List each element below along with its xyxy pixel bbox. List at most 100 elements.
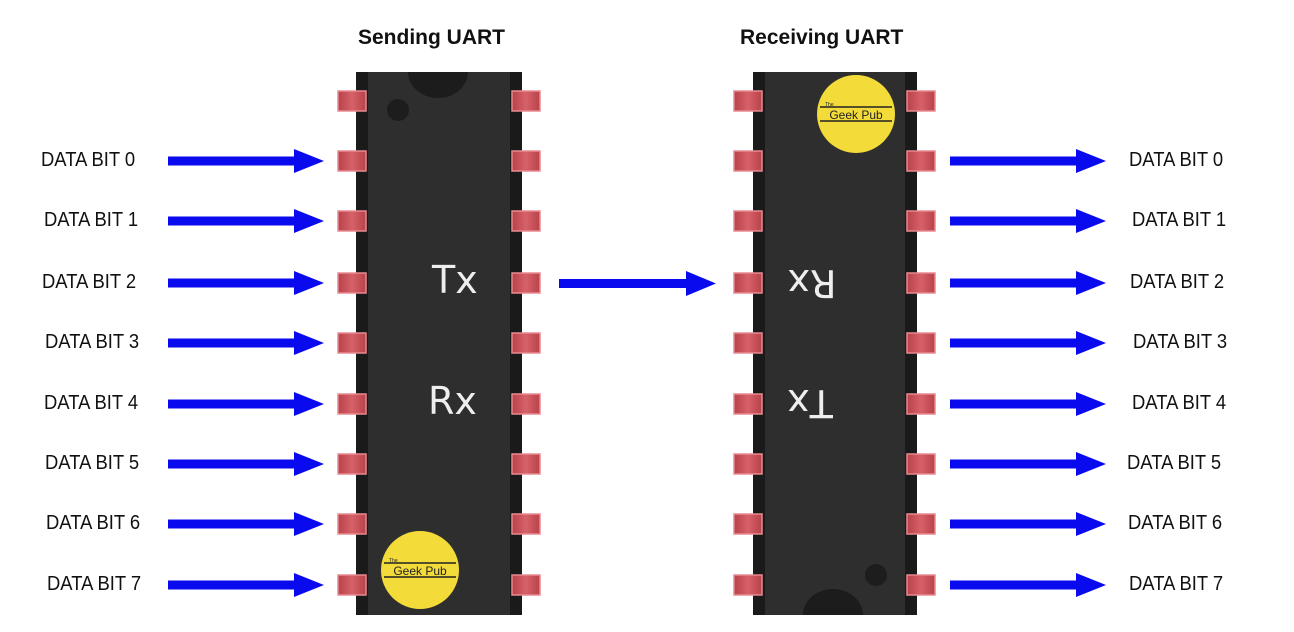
receiving-right-pin <box>906 332 936 354</box>
input-bit-label: DATA BIT 0 <box>41 149 136 171</box>
sending-right-pin <box>511 150 541 172</box>
sending-right-pin <box>511 513 541 535</box>
input-bit-label: DATA BIT 3 <box>45 331 140 353</box>
receiving-logo-circle <box>817 75 895 153</box>
sending-tx-label: Tx <box>431 258 478 302</box>
receiving-left-pin <box>733 90 763 112</box>
sending-left-pins <box>337 90 367 596</box>
receiving-right-pins <box>906 90 936 596</box>
input-arrow <box>168 573 324 597</box>
output-arrow <box>950 452 1106 476</box>
output-arrows <box>950 149 1106 597</box>
receiving-left-pin <box>733 574 763 596</box>
output-bit-label: DATA BIT 6 <box>1128 512 1223 534</box>
sending-right-pin <box>511 453 541 475</box>
input-arrow <box>168 271 324 295</box>
sending-chip-notch <box>408 72 468 98</box>
receiving-logo-small: The <box>825 102 834 108</box>
input-bit-label: DATA BIT 7 <box>47 573 142 595</box>
receiving-tx-label: Tx <box>787 381 834 425</box>
input-bit-label: DATA BIT 4 <box>44 392 139 414</box>
receiving-left-pin <box>733 210 763 232</box>
output-bit-label: DATA BIT 2 <box>1130 271 1225 293</box>
output-bit-label: DATA BIT 4 <box>1132 392 1227 414</box>
output-bit-label: DATA BIT 0 <box>1129 149 1224 171</box>
receiving-right-pin <box>906 393 936 415</box>
sending-rx-label: Rx <box>428 379 477 423</box>
sending-logo-small: The <box>389 558 398 564</box>
receiving-left-pin <box>733 150 763 172</box>
sending-right-pins <box>511 90 541 596</box>
sending-uart-title: Sending UART <box>358 26 505 49</box>
output-arrow <box>950 271 1106 295</box>
receiving-right-pin <box>906 90 936 112</box>
input-arrow <box>168 392 324 416</box>
receiving-left-pin <box>733 393 763 415</box>
output-bit-label: DATA BIT 1 <box>1132 209 1227 231</box>
sending-logo-circle <box>381 531 459 609</box>
sending-left-pin <box>337 210 367 232</box>
sending-left-pin <box>337 332 367 354</box>
receiving-right-pin <box>906 272 936 294</box>
sending-left-pin <box>337 574 367 596</box>
input-arrows <box>168 149 324 597</box>
receiving-left-pins <box>733 90 763 596</box>
sending-left-pin <box>337 150 367 172</box>
receiving-uart-title: Receiving UART <box>740 26 904 49</box>
output-arrow <box>950 392 1106 416</box>
sending-right-pin <box>511 574 541 596</box>
sending-logo-text: Geek Pub <box>393 564 447 578</box>
receiving-left-pin <box>733 272 763 294</box>
output-arrow <box>950 512 1106 536</box>
output-arrow <box>950 149 1106 173</box>
receiving-left-pin <box>733 513 763 535</box>
receiving-chip: Rx Tx The Geek Pub <box>733 72 936 615</box>
sending-chip-dot <box>387 99 409 121</box>
receiving-right-pin <box>906 574 936 596</box>
receiving-left-pin <box>733 332 763 354</box>
tx-rx-arrow-head <box>686 271 716 296</box>
receiving-right-pin <box>906 210 936 232</box>
receiving-logo-text: Geek Pub <box>829 108 883 122</box>
sending-right-pin <box>511 90 541 112</box>
receiving-rx-label: Rx <box>788 261 837 305</box>
sending-left-pin <box>337 453 367 475</box>
output-arrow <box>950 331 1106 355</box>
receiving-right-pin <box>906 513 936 535</box>
input-arrow <box>168 209 324 233</box>
input-bit-label: DATA BIT 6 <box>46 512 141 534</box>
output-bit-label: DATA BIT 3 <box>1133 331 1228 353</box>
input-bit-label: DATA BIT 2 <box>42 271 137 293</box>
receiving-chip-dot <box>865 564 887 586</box>
sending-right-pin <box>511 393 541 415</box>
sending-left-pin <box>337 272 367 294</box>
receiving-right-pin <box>906 453 936 475</box>
output-arrow <box>950 209 1106 233</box>
receiving-chip-body <box>765 72 905 615</box>
input-arrow <box>168 149 324 173</box>
tx-rx-arrow-shaft <box>559 279 689 288</box>
tx-to-rx-arrow <box>559 271 716 296</box>
input-bit-label: DATA BIT 1 <box>44 209 139 231</box>
receiving-chip-notch <box>803 589 863 615</box>
output-arrow <box>950 573 1106 597</box>
input-arrow <box>168 331 324 355</box>
output-bit-label: DATA BIT 5 <box>1127 452 1222 474</box>
sending-left-pin <box>337 513 367 535</box>
sending-right-pin <box>511 332 541 354</box>
input-arrow <box>168 452 324 476</box>
receiving-right-pin <box>906 150 936 172</box>
sending-right-pin <box>511 272 541 294</box>
input-arrow <box>168 512 324 536</box>
sending-left-pin <box>337 90 367 112</box>
receiving-left-pin <box>733 453 763 475</box>
sending-chip-body <box>368 72 510 615</box>
sending-chip: Tx Rx The Geek Pub <box>337 72 541 615</box>
input-bit-label: DATA BIT 5 <box>45 452 140 474</box>
sending-right-pin <box>511 210 541 232</box>
receiving-logo: The Geek Pub <box>817 75 895 153</box>
sending-left-pin <box>337 393 367 415</box>
sending-logo: The Geek Pub <box>381 531 459 609</box>
output-bit-label: DATA BIT 7 <box>1129 573 1224 595</box>
